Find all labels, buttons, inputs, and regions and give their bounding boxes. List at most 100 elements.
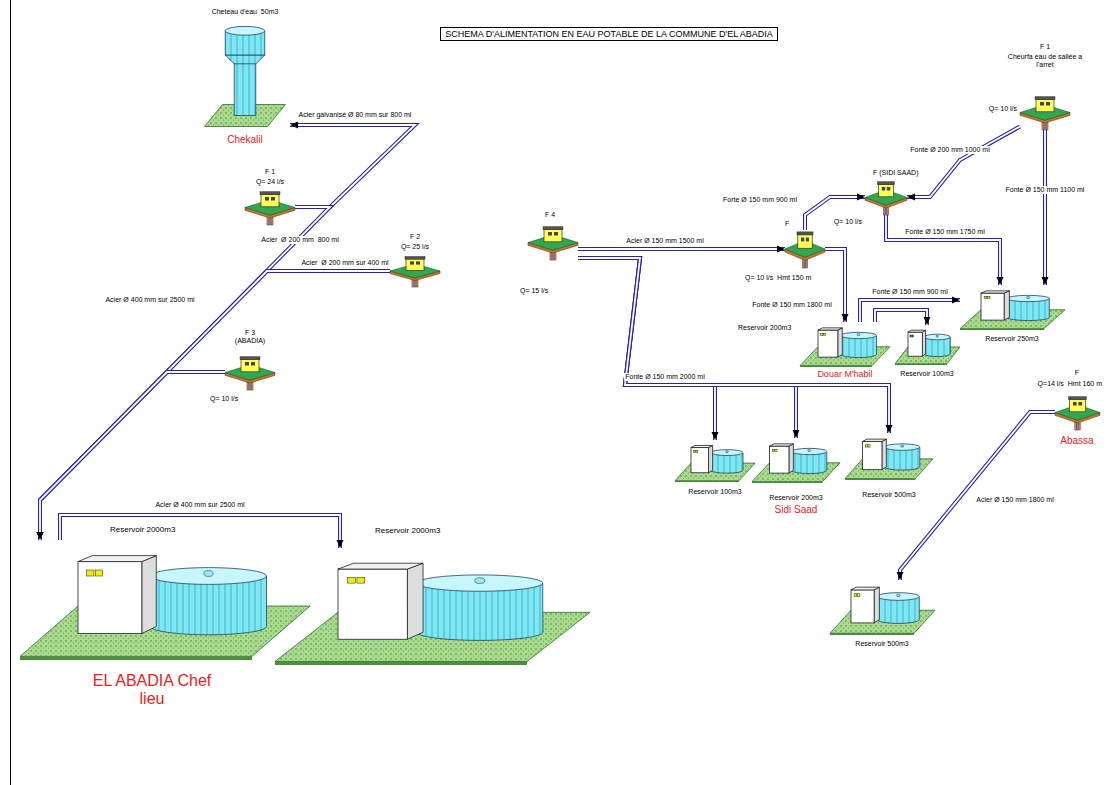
node-label: Reservoir 2000m3	[110, 526, 175, 535]
node-label: Reservoir 500m3	[862, 491, 915, 499]
reservoir: Reservoir 250m3	[960, 285, 1065, 330]
pump-station-icon	[785, 230, 825, 268]
pump-station: FQ= 10 l/s Hmt 150 m	[785, 230, 825, 268]
pipe-outline	[1043, 130, 1047, 285]
node-note: Q= 10 l/s	[989, 105, 1017, 113]
pump-station-icon	[1020, 95, 1070, 130]
icon-part	[851, 590, 874, 623]
icon-part	[841, 332, 877, 338]
icon-part	[275, 661, 527, 665]
icon-part	[1007, 295, 1049, 301]
node-note: Cheurfa eau de sallée a l'arret	[1000, 53, 1090, 68]
icon-part	[241, 359, 259, 372]
arrow-head	[777, 246, 785, 253]
pipe-core	[40, 207, 330, 540]
icon-part	[877, 593, 919, 601]
pipe-outline	[875, 310, 927, 325]
icon-part	[691, 445, 713, 447]
arrow-head	[897, 572, 904, 580]
node-label: Reservoir 100m3	[900, 370, 953, 378]
water-pipe	[1042, 130, 1049, 285]
reservoir-icon	[20, 540, 310, 660]
pipe-outline	[40, 271, 390, 540]
pipe-outline	[40, 207, 330, 540]
icon-part	[823, 333, 825, 335]
pipe-label: Acier Ø 200 mm sur 400 ml	[300, 259, 389, 267]
icon-part	[1027, 296, 1030, 298]
icon-part	[797, 232, 813, 235]
reservoir: Reservoir 200m3Douar M'habil	[800, 322, 890, 367]
pipe-core	[825, 249, 845, 322]
pipe-outline	[60, 515, 340, 548]
icon-part	[1040, 102, 1044, 106]
pipe-core	[60, 515, 340, 548]
icon-part	[908, 332, 922, 356]
icon-part	[711, 450, 743, 456]
pipe-outline	[578, 258, 715, 440]
icon-part	[901, 445, 904, 447]
icon-part	[554, 232, 558, 236]
icon-part	[406, 259, 424, 271]
icon-part	[770, 446, 789, 473]
pipe-core	[900, 412, 1055, 580]
icon-part	[693, 451, 695, 453]
icon-part	[882, 439, 886, 470]
node-label: Reservoir 200m3	[738, 324, 791, 332]
water-pipe	[578, 246, 785, 253]
icon-part	[416, 261, 420, 264]
node-label: Reservoir 100m3	[688, 488, 741, 496]
pipe-core	[578, 258, 796, 438]
pump-station-icon	[865, 180, 907, 215]
icon-part	[808, 449, 811, 451]
icon-part	[908, 330, 926, 332]
pipe-core	[907, 126, 1020, 197]
reservoir: Reservoir 200m3	[752, 438, 840, 483]
icon-part	[709, 445, 713, 472]
icon-part	[261, 194, 279, 207]
diagram-title: SCHEMA D'ALIMENTATION EN EAU POTABLE DE …	[440, 27, 778, 41]
icon-part	[260, 192, 280, 195]
icon-part	[542, 583, 543, 632]
icon-part	[1073, 402, 1077, 406]
arrow-head	[842, 314, 849, 322]
icon-part	[897, 594, 900, 597]
icon-part	[1049, 299, 1050, 318]
icon-part	[857, 333, 860, 335]
water-pipe	[875, 310, 931, 325]
icon-part	[857, 594, 860, 597]
node-note: Chekalil	[227, 134, 263, 145]
icon-part	[912, 335, 914, 337]
pump-station: F (SIDI SAAD)Q= 10 l/s	[865, 180, 907, 215]
pipe-outline	[578, 258, 796, 438]
node-note: Douar M'habil	[817, 370, 872, 380]
reservoir: Reservoir 500m3	[830, 580, 935, 635]
water-pipe	[37, 271, 391, 540]
pump-station: F 2Q= 25 l/s	[390, 255, 440, 287]
icon-part	[792, 448, 827, 454]
node-note: Q= 25 l/s	[401, 243, 429, 251]
node-note: Q= 15 l/s	[520, 287, 548, 295]
icon-part	[543, 227, 563, 230]
icon-part	[726, 451, 729, 453]
arrow-head	[337, 540, 344, 548]
icon-part	[981, 291, 1009, 293]
pipe-outline	[886, 215, 1000, 285]
pipe-label: Fonte Ø 150 mm 2000 ml	[624, 373, 705, 381]
icon-part	[924, 334, 950, 340]
arrow-head	[997, 277, 1004, 285]
icon-part	[691, 448, 709, 473]
icon-part	[826, 452, 827, 471]
pipe-outline	[805, 197, 865, 230]
icon-part	[910, 335, 912, 337]
pipe-core	[886, 215, 1000, 285]
pump-station-icon	[1055, 395, 1100, 430]
reservoir-icon	[800, 322, 890, 367]
pump-station: F 3 (ABADIA)Q= 10 l/s	[225, 355, 275, 390]
place-name: EL ABADIA Chef lieu	[82, 672, 222, 707]
reservoir: Reservoir 100m3	[895, 325, 960, 365]
icon-part	[984, 296, 987, 298]
icon-part	[407, 563, 423, 639]
icon-part	[548, 232, 552, 236]
icon-part	[544, 229, 562, 242]
